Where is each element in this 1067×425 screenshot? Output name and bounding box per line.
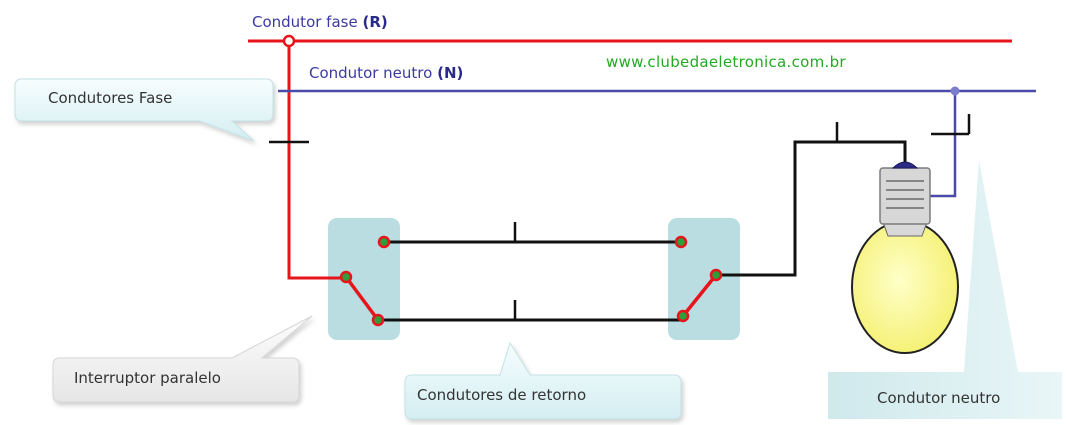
callout-fase-shape [14,78,274,142]
left-switch-lever [344,275,380,322]
right-switch-lever [681,273,718,318]
terminal [371,313,385,327]
neutral-label-tag: (N) [437,64,464,82]
bulb-base [879,167,931,225]
callout-retorno-shape [404,341,682,420]
right-switch-terminals [674,235,723,323]
neutral-junction-dot [950,86,960,96]
callout-interruptor-text: Interruptor paralelo [74,369,221,387]
light-bulb-icon [851,161,959,354]
website-url: www.clubedaeletronica.com.br [606,53,846,71]
terminal [709,268,723,282]
neutral-conductor-label: Condutor neutro (N) [309,64,463,82]
phase-label-tag: (R) [362,13,388,31]
lamp-feed-wire [716,140,907,277]
callout-neutro-shape [828,160,1062,419]
bulb-glass [851,220,959,354]
callout-interruptor-shape [52,315,313,403]
phase-junction-dot [282,34,296,48]
callout-neutro-text: Condutor neutro [877,389,1001,407]
callout-retorno-text: Condutores de retorno [417,386,587,404]
terminal [676,309,690,323]
phase-conductor-label: Condutor fase (R) [252,13,388,31]
left-switch-body [328,218,400,340]
neutral-drop-wire [928,91,957,198]
bulb-contact-cap [891,161,919,169]
terminal [377,235,391,249]
neutral-label-text: Condutor neutro [309,64,438,82]
left-switch-terminals [339,235,391,327]
terminal [674,235,688,249]
terminal [339,270,353,284]
phase-label-text: Condutor fase [252,13,363,31]
phase-drop-wire [287,41,344,280]
callout-fase-text: Condutores Fase [48,89,173,107]
